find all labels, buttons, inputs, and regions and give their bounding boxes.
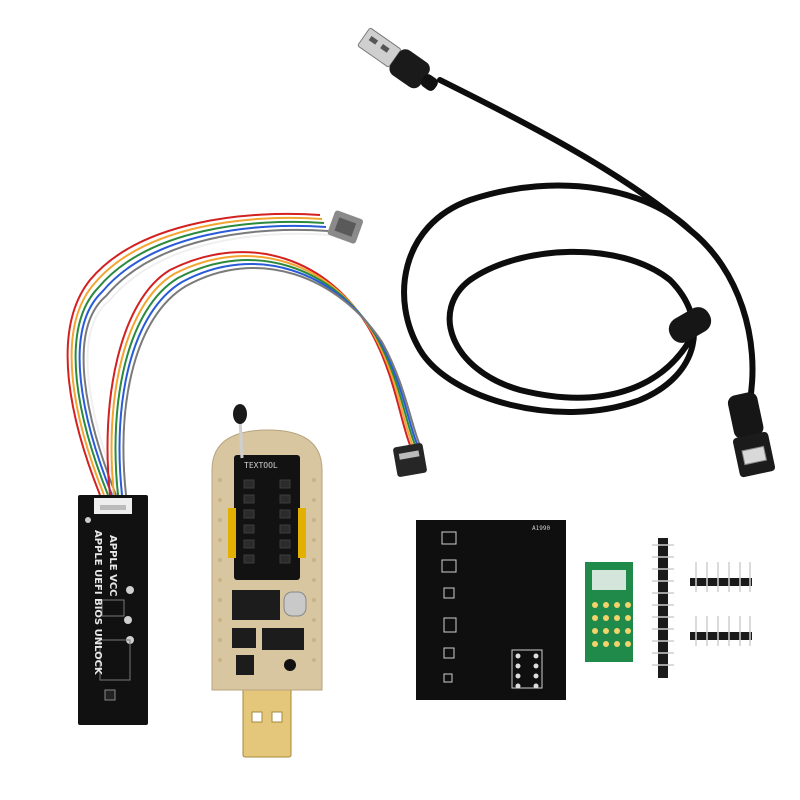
pin-header-long: [658, 538, 668, 678]
pin-header-short-2: [690, 632, 752, 640]
usb-female-plug: [727, 392, 776, 478]
adapter-board-large: A1990: [416, 520, 566, 700]
unlock-board-label-2: APPLE UEFI BIOS UNLOCK: [92, 530, 103, 676]
black-board-code: A1990: [532, 525, 550, 532]
socket-brand: TEXTOOL: [244, 461, 278, 470]
unlock-board: APPLE VCC APPLE UEFI BIOS UNLOCK: [78, 495, 148, 725]
pin-headers: [652, 538, 752, 678]
programmer: TEXTOOL: [211, 404, 323, 758]
socket-lever: [238, 417, 244, 459]
usb-male-plug: [357, 27, 438, 91]
ribbon-cable: [66, 212, 423, 496]
ferrite-core: [668, 307, 712, 343]
programmer-usb-plug: [242, 684, 292, 758]
pin-header-short-1: [690, 578, 752, 586]
wire-connector-mid: [393, 443, 427, 477]
wire-connector-top: [327, 210, 364, 244]
programmer-chip: [232, 590, 280, 620]
adapter-board-small: [585, 562, 633, 662]
unlock-board-label-1: APPLE VCC: [107, 535, 118, 597]
usb-extension-cable: [357, 27, 776, 478]
